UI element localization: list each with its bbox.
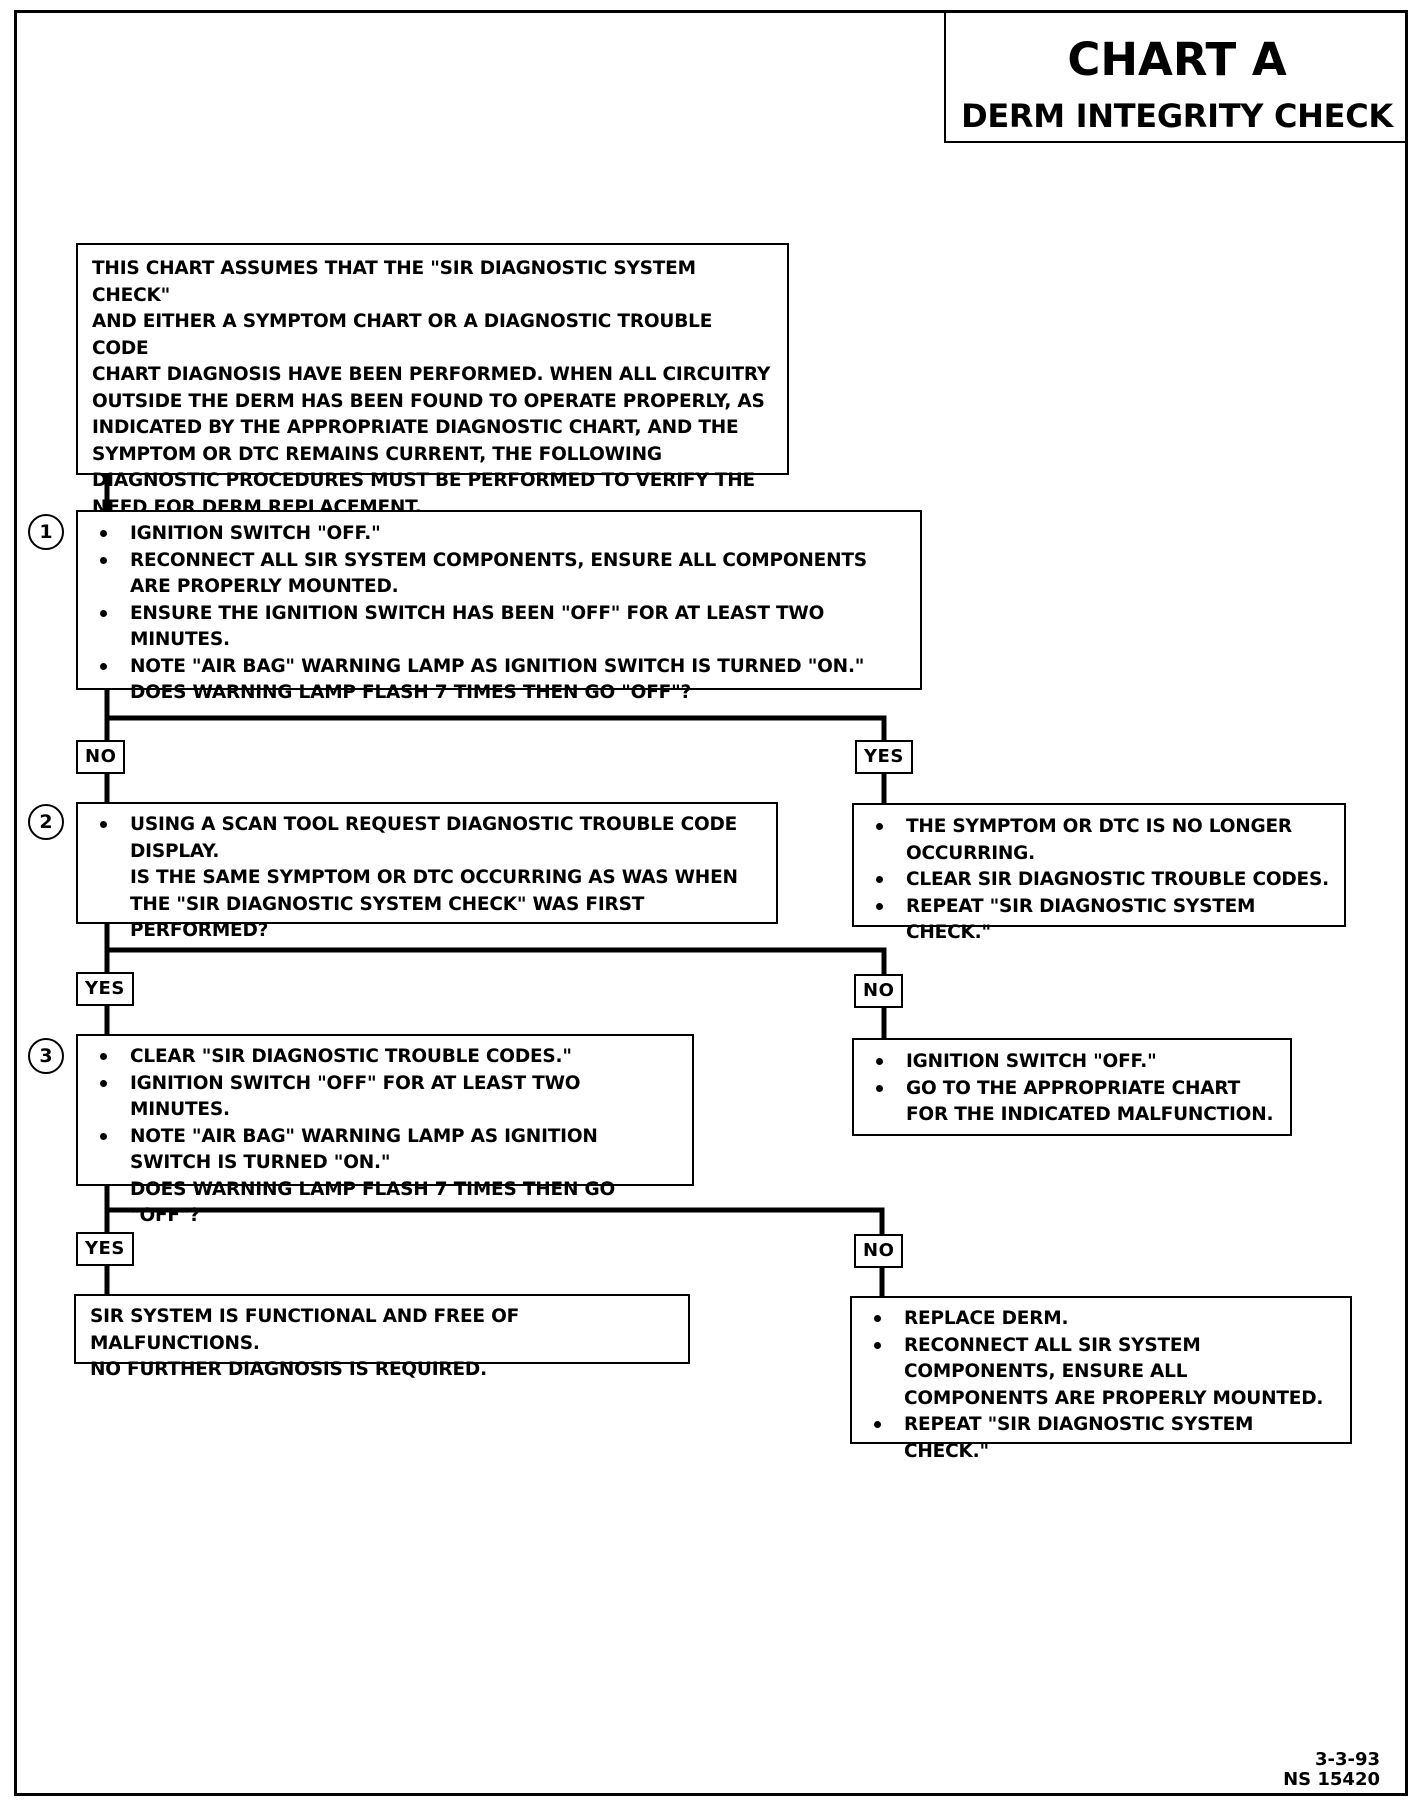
- step-1-yes-result-box: THE SYMPTOM OR DTC IS NO LONGER OCCURRIN…: [852, 803, 1346, 943]
- step-2-box: USING A SCAN TOOL REQUEST DIAGNOSTIC TRO…: [76, 802, 778, 941]
- intro-line: CHART DIAGNOSIS HAVE BEEN PERFORMED. WHE…: [92, 364, 771, 385]
- step-3-no-bullet: REPLACE DERM.: [866, 1306, 1336, 1333]
- step-1-bullet: RECONNECT ALL SIR SYSTEM COMPONENTS, ENS…: [92, 548, 906, 601]
- step-2-no-label: NO: [854, 974, 904, 1008]
- intro-line: AND EITHER A SYMPTOM CHART OR A DIAGNOST…: [92, 311, 713, 359]
- connector-step2-branch: [107, 947, 887, 974]
- step-3-marker: 3: [28, 1038, 64, 1074]
- step-3-bullet: IGNITION SWITCH "OFF" FOR AT LEAST TWO M…: [92, 1071, 678, 1124]
- step-1-question: DOES WARNING LAMP FLASH 7 TIMES THEN GO …: [130, 682, 692, 703]
- intro-line: OUTSIDE THE DERM HAS BEEN FOUND TO OPERA…: [92, 390, 765, 412]
- step-1-no-label: NO: [76, 740, 126, 774]
- connector-step1-branch: [107, 715, 887, 740]
- chart-title: CHART A: [1067, 33, 1287, 86]
- intro-line: THIS CHART ASSUMES THAT THE "SIR DIAGNOS…: [92, 258, 696, 306]
- step-3-bullet: NOTE "AIR BAG" WARNING LAMP AS IGNITION …: [92, 1124, 678, 1177]
- connector-step3-branch: [107, 1207, 885, 1234]
- step-2-yes-label: YES: [76, 972, 134, 1006]
- step-1-yes-bullet: REPEAT "SIR DIAGNOSTIC SYSTEM CHECK.": [868, 894, 1330, 947]
- step-1-bullet: IGNITION SWITCH "OFF.": [92, 521, 906, 548]
- step-3-bullet: CLEAR "SIR DIAGNOSTIC TROUBLE CODES.": [92, 1044, 678, 1071]
- chart-subtitle: DERM INTEGRITY CHECK: [961, 97, 1393, 135]
- step-2-question: IS THE SAME SYMPTOM OR DTC OCCURRING AS …: [130, 867, 738, 941]
- intro-box: THIS CHART ASSUMES THAT THE "SIR DIAGNOS…: [76, 243, 789, 518]
- step-2-no-result-box: IGNITION SWITCH "OFF." GO TO THE APPROPR…: [852, 1038, 1292, 1136]
- step-1-yes-bullet: THE SYMPTOM OR DTC IS NO LONGER OCCURRIN…: [868, 814, 1330, 867]
- step-3-no-bullet: RECONNECT ALL SIR SYSTEM COMPONENTS, ENS…: [866, 1333, 1336, 1413]
- intro-line: INDICATED BY THE APPROPRIATE DIAGNOSTIC …: [92, 417, 739, 438]
- step-3-no-result-box: REPLACE DERM. RECONNECT ALL SIR SYSTEM C…: [850, 1296, 1352, 1462]
- step-3-no-label: NO: [854, 1234, 904, 1268]
- chart-title-box: CHART A DERM INTEGRITY CHECK: [944, 10, 1408, 143]
- step-3-yes-line: NO FURTHER DIAGNOSIS IS REQUIRED.: [90, 1359, 487, 1380]
- footer-date: 3-3-93: [1314, 1749, 1380, 1770]
- step-3-yes-result-box: SIR SYSTEM IS FUNCTIONAL AND FREE OF MAL…: [74, 1294, 690, 1380]
- step-3-no-bullet: REPEAT "SIR DIAGNOSTIC SYSTEM CHECK.": [866, 1412, 1336, 1465]
- step-1-bullet: ENSURE THE IGNITION SWITCH HAS BEEN "OFF…: [92, 601, 906, 654]
- step-2-bullet: USING A SCAN TOOL REQUEST DIAGNOSTIC TRO…: [92, 812, 762, 865]
- intro-line: SYMPTOM OR DTC REMAINS CURRENT, THE FOLL…: [92, 443, 662, 465]
- page-frame: [14, 10, 1408, 1796]
- step-3-box: CLEAR "SIR DIAGNOSTIC TROUBLE CODES." IG…: [76, 1034, 694, 1226]
- step-1-bullet: NOTE "AIR BAG" WARNING LAMP AS IGNITION …: [92, 654, 906, 681]
- step-3-yes-line: SIR SYSTEM IS FUNCTIONAL AND FREE OF MAL…: [90, 1306, 520, 1354]
- step-1-yes-label: YES: [855, 740, 913, 774]
- step-2-marker: 2: [28, 804, 64, 840]
- step-3-question: DOES WARNING LAMP FLASH 7 TIMES THEN GO …: [130, 1178, 616, 1227]
- step-3-yes-label: YES: [76, 1232, 134, 1266]
- intro-line: DIAGNOSTIC PROCEDURES MUST BE PERFORMED …: [92, 470, 755, 491]
- step-1-box: IGNITION SWITCH "OFF." RECONNECT ALL SIR…: [76, 510, 922, 703]
- step-1-yes-bullet: CLEAR SIR DIAGNOSTIC TROUBLE CODES.: [868, 867, 1330, 894]
- step-1-marker: 1: [28, 514, 64, 550]
- footer-info: 3-3-93 NS 15420: [1283, 1750, 1380, 1790]
- step-2-no-bullet: GO TO THE APPROPRIATE CHART FOR THE INDI…: [868, 1076, 1276, 1129]
- footer-code: NS 15420: [1283, 1769, 1380, 1790]
- step-2-no-bullet: IGNITION SWITCH "OFF.": [868, 1049, 1276, 1076]
